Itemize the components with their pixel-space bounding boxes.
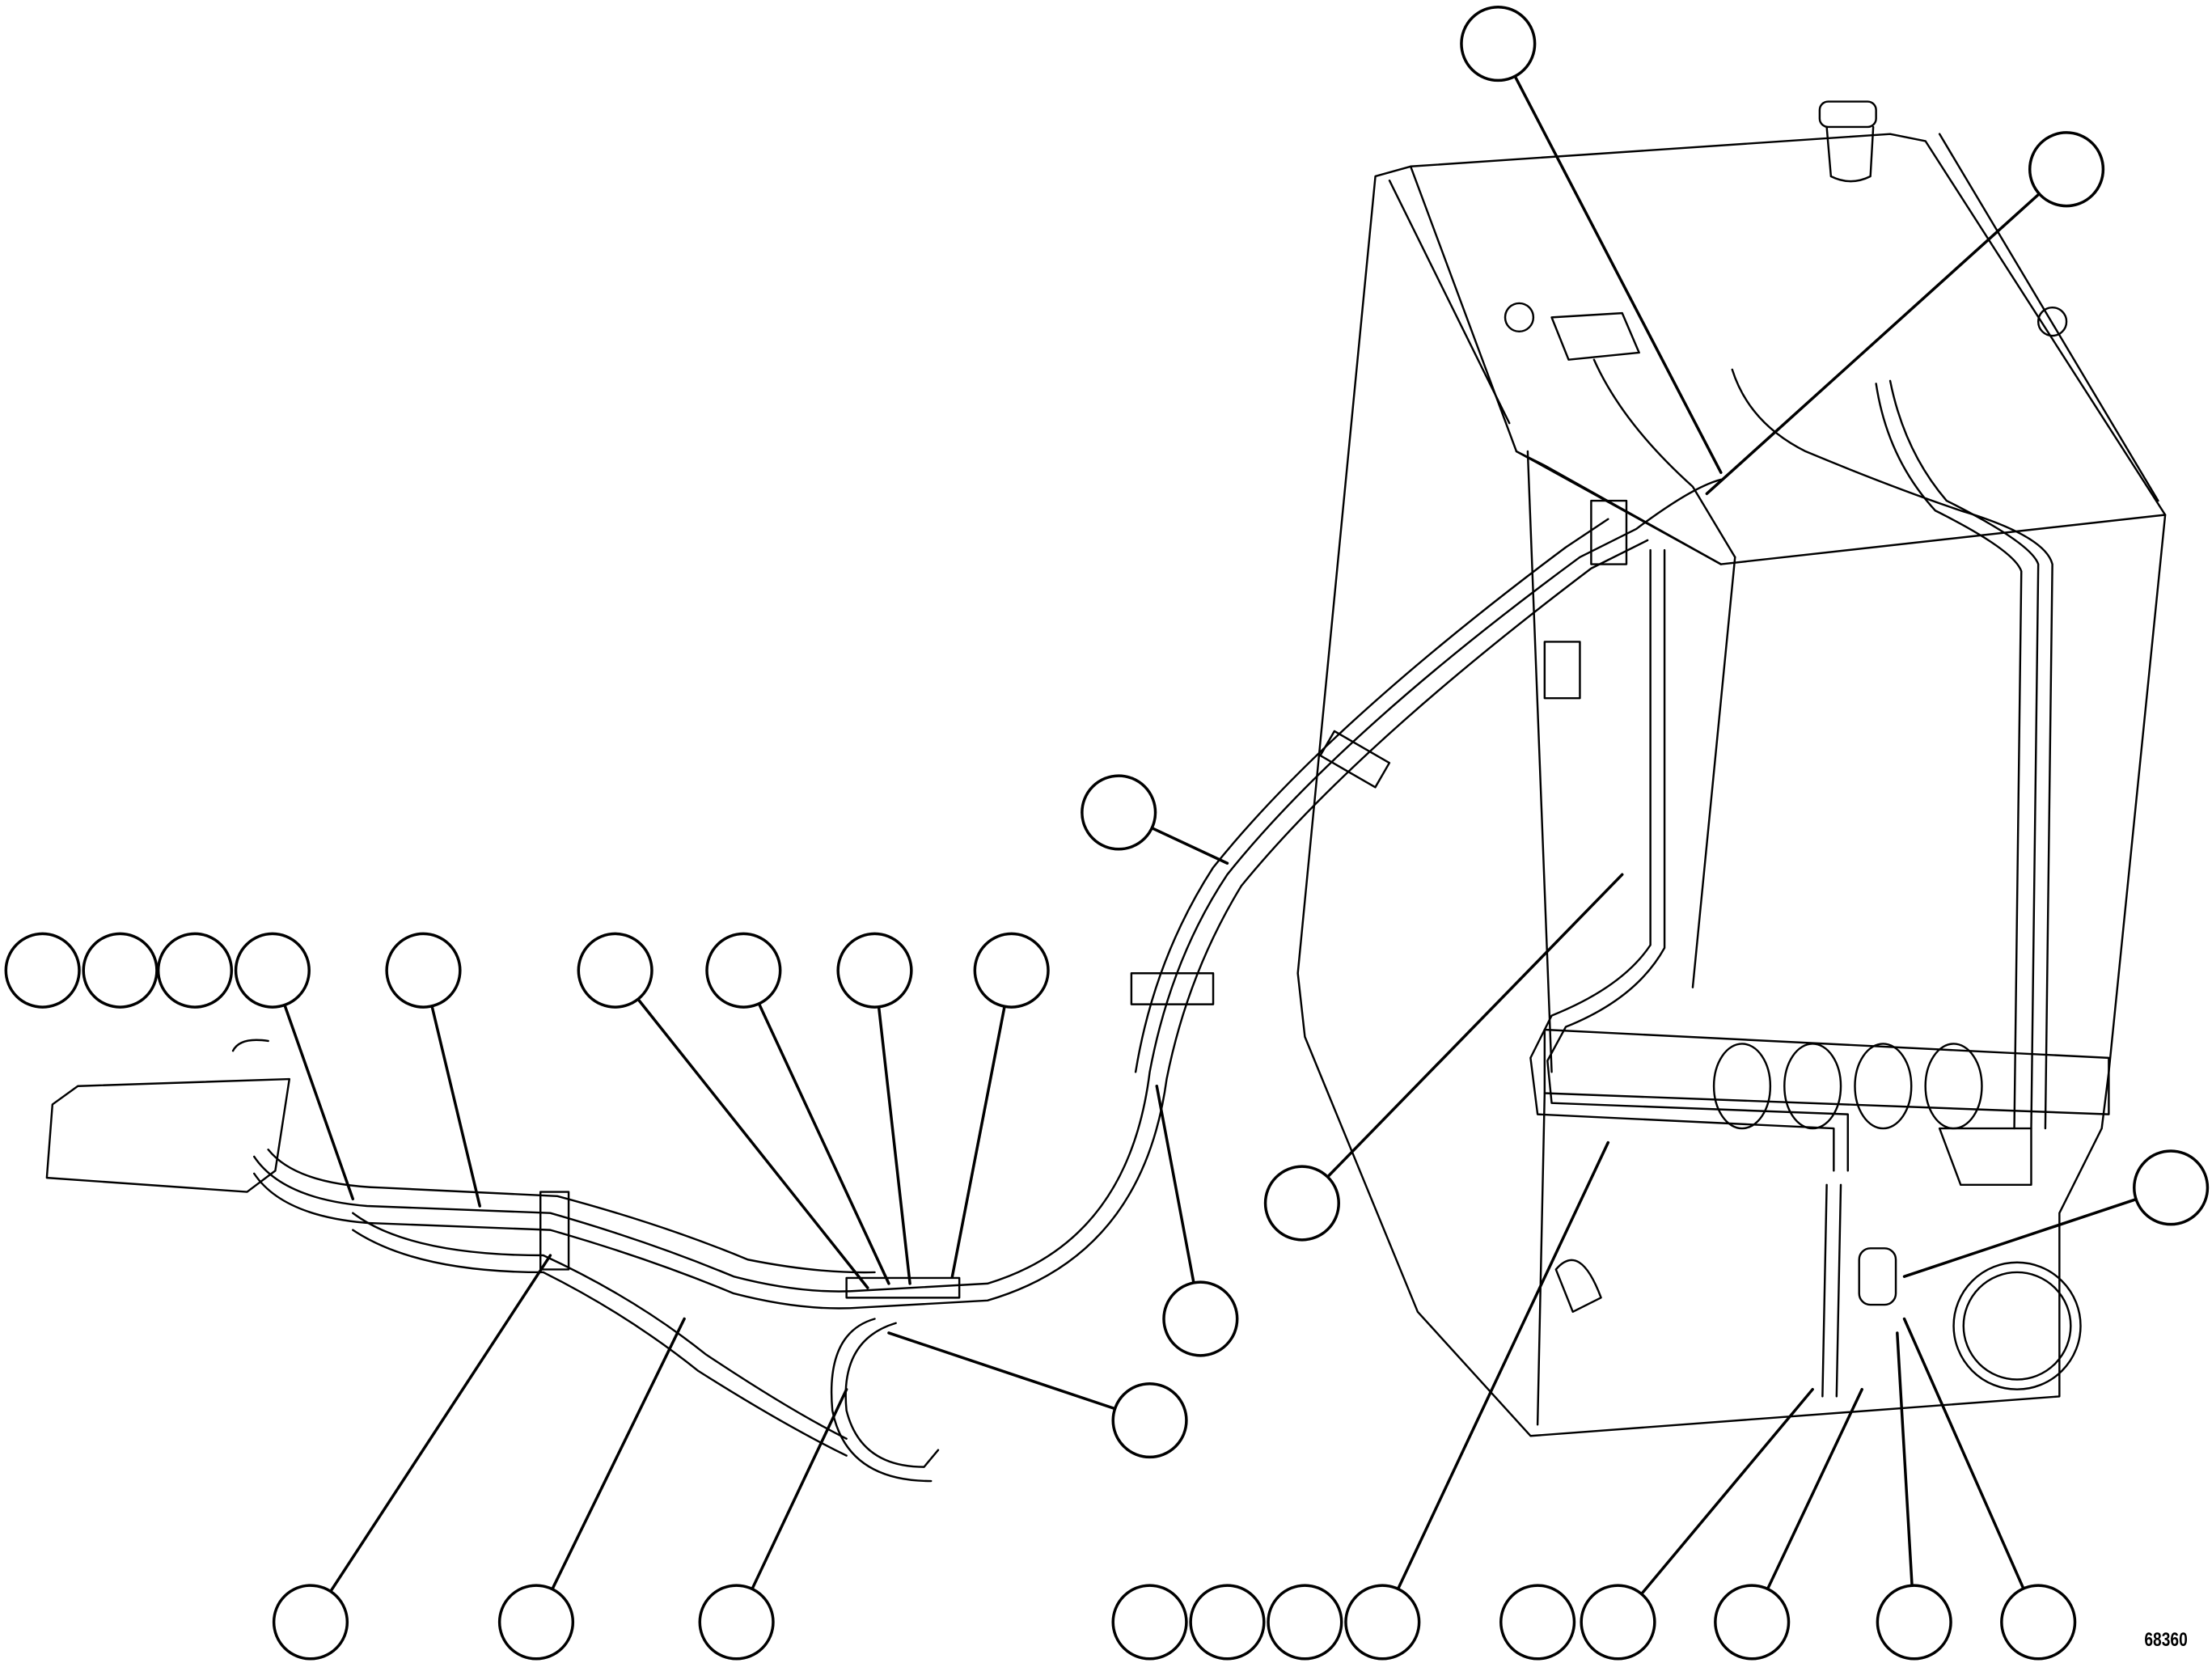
callout-circle xyxy=(82,932,159,1009)
leader-line xyxy=(430,1005,481,1208)
callout-balloon xyxy=(1499,1584,1576,1661)
leader-line xyxy=(1766,1387,1863,1591)
leader-line xyxy=(1896,1331,1914,1587)
leader-line xyxy=(1150,826,1229,865)
hoses xyxy=(252,358,2053,1483)
hydraulic-tank xyxy=(1296,100,2167,1437)
callout-balloon xyxy=(1902,1149,2210,1278)
callout-circle xyxy=(1267,1584,1343,1661)
callout-balloon xyxy=(82,932,159,1009)
callout-balloon xyxy=(887,1331,1188,1459)
callout-circle xyxy=(2028,131,2105,208)
callout-balloon xyxy=(234,932,355,1201)
callout-circle xyxy=(1162,1280,1239,1357)
leader-line xyxy=(1513,74,1723,474)
valve-plate xyxy=(45,1039,291,1193)
leader-line xyxy=(887,1331,1117,1411)
callout-circle xyxy=(272,1584,349,1661)
leader-line xyxy=(751,1387,848,1591)
callout-circle xyxy=(1111,1382,1188,1459)
callout-circle xyxy=(1460,5,1537,83)
callout-balloon xyxy=(1081,774,1229,865)
callout-circle xyxy=(705,932,782,1009)
mounting-isolators xyxy=(1712,1043,1983,1130)
callout-circle xyxy=(2133,1149,2210,1226)
callout-balloon xyxy=(156,932,234,1009)
leader-line xyxy=(1155,1085,1195,1284)
callout-balloon xyxy=(1714,1387,1863,1661)
callout-circle xyxy=(234,932,311,1009)
callout-balloon xyxy=(1344,1140,1610,1661)
callout-circle xyxy=(385,932,462,1009)
callout-circle xyxy=(973,932,1050,1009)
callout-circle xyxy=(1344,1584,1421,1661)
callout-circle xyxy=(1111,1584,1188,1661)
leader-line xyxy=(329,1254,552,1593)
leader-line xyxy=(1639,1387,1814,1596)
callout-circle xyxy=(1081,774,1157,851)
callout-balloon xyxy=(1267,1584,1343,1661)
callout-circle xyxy=(4,932,81,1009)
callout-balloon xyxy=(385,932,481,1208)
callout-circle xyxy=(1263,1165,1340,1242)
callout-circle xyxy=(836,932,913,1009)
callout-balloon xyxy=(1876,1331,1952,1661)
callout-balloon xyxy=(950,932,1050,1278)
callout-circle xyxy=(577,932,653,1009)
callout-circle xyxy=(1876,1584,1952,1661)
callout-circle xyxy=(2000,1584,2077,1661)
callout-balloon xyxy=(1189,1584,1266,1661)
callout-balloon xyxy=(577,932,869,1289)
leader-line xyxy=(637,997,869,1289)
callout-balloon xyxy=(1155,1085,1239,1357)
figure-number: 68360 xyxy=(2144,1629,2188,1651)
leader-line xyxy=(1902,1317,2025,1590)
leader-line xyxy=(551,1317,686,1591)
hose-clamps xyxy=(539,499,1628,1299)
callout-circle xyxy=(1499,1584,1576,1661)
leader-line xyxy=(950,1005,1006,1278)
leader-line xyxy=(757,1002,890,1285)
callout-circle xyxy=(1714,1584,1791,1661)
callout-circle xyxy=(1189,1584,1266,1661)
leader-line xyxy=(1705,192,2041,496)
callout-balloon xyxy=(1460,5,1723,474)
leader-line xyxy=(877,1005,911,1285)
callout-balloon xyxy=(705,932,890,1285)
leader-line xyxy=(1396,1140,1610,1591)
callout-balloon xyxy=(1580,1387,1814,1661)
callout-balloon xyxy=(497,1317,686,1661)
callout-balloon xyxy=(698,1387,848,1661)
callout-balloon xyxy=(272,1254,552,1661)
callout-circle xyxy=(698,1584,775,1661)
leader-line xyxy=(1326,873,1624,1178)
callout-balloon xyxy=(1111,1584,1188,1661)
callout-circle xyxy=(156,932,234,1009)
leader-line xyxy=(283,1003,355,1201)
callout-balloon xyxy=(1902,1317,2077,1661)
callout-balloon xyxy=(4,932,81,1009)
callout-balloon xyxy=(1705,131,2105,496)
callout-circle xyxy=(497,1584,575,1661)
callout-balloon xyxy=(1263,873,1624,1242)
callouts xyxy=(4,5,2210,1661)
leader-line xyxy=(1902,1197,2138,1278)
callout-balloon xyxy=(836,932,913,1285)
callout-circle xyxy=(1580,1584,1656,1661)
